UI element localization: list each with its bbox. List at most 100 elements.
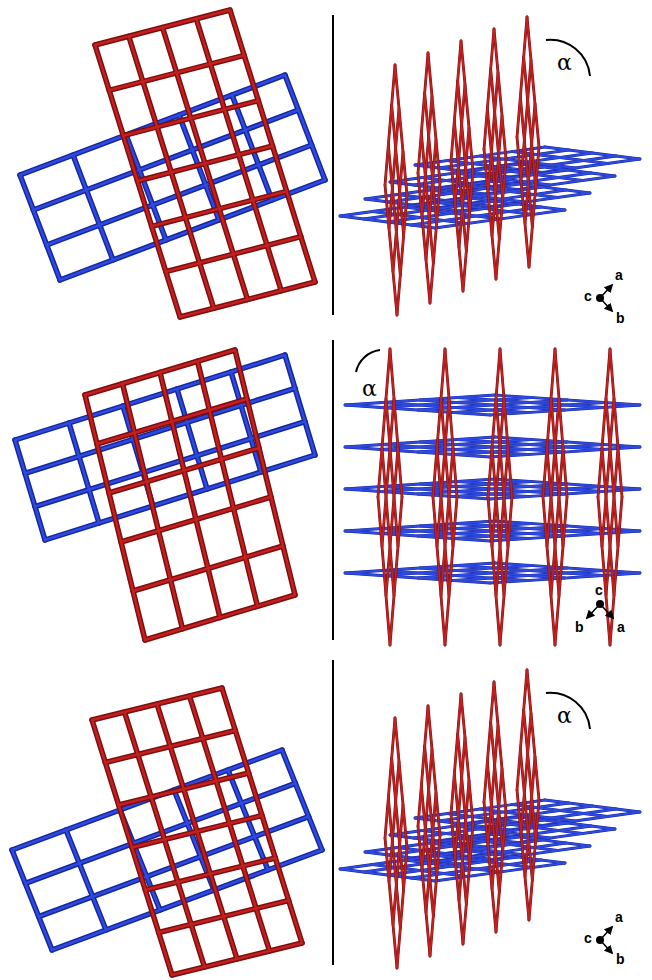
lattice-edge	[15, 440, 45, 540]
lattice-edge	[166, 237, 301, 272]
lattice-edge-shadow	[73, 155, 113, 260]
lattice-lines	[418, 706, 440, 956]
axis-origin-dot	[596, 936, 604, 944]
lattice-edge	[180, 282, 315, 317]
lattice-edge	[445, 497, 457, 645]
lattice-edge	[133, 546, 283, 591]
lattice-edge	[119, 773, 249, 805]
axis-origin-dot	[596, 294, 604, 302]
lattice-edge	[345, 521, 495, 531]
lattice-edge-shadow	[15, 440, 45, 540]
lattice-shadow	[385, 65, 407, 315]
lattice-layer	[345, 479, 640, 499]
lattice-lines	[543, 349, 567, 645]
lattice-edge-shadow	[92, 688, 222, 720]
lattice-edge	[496, 812, 506, 932]
axis-label: a	[615, 910, 623, 924]
angle-arc-group	[356, 40, 590, 729]
lattice-shadow	[517, 670, 539, 920]
axis-label: b	[616, 952, 625, 966]
lattice-edge	[282, 750, 322, 850]
lattice-lines	[484, 682, 506, 932]
lattice-edge-shadow	[166, 237, 301, 272]
divider-group	[333, 15, 334, 965]
lattice-edge-shadow	[95, 10, 230, 45]
lattice-edge	[12, 850, 52, 950]
lattice-edge-shadow	[123, 101, 258, 136]
lattice-edge	[454, 529, 604, 539]
angle-arc	[546, 40, 590, 76]
axis-label: a	[617, 620, 625, 634]
lattice-edge	[463, 824, 473, 944]
lattice-edge	[454, 571, 604, 581]
lattice-edge-shadow	[12, 850, 52, 950]
lattice-edge	[381, 398, 531, 408]
lattice-shadow	[345, 479, 640, 499]
lattice-shadow	[488, 349, 512, 645]
lattice-lines	[433, 349, 457, 645]
lattice-edge	[105, 731, 235, 763]
lattice-edge-shadow	[285, 75, 325, 180]
axis-label: b	[616, 311, 625, 325]
lattice-shadow	[517, 17, 539, 267]
lattice-edge	[430, 183, 440, 303]
lattice-lines	[95, 10, 315, 317]
lattice-lines	[418, 53, 440, 303]
lattice-shadow	[543, 349, 567, 645]
lattice-layer	[484, 29, 506, 279]
lattice-shadow	[433, 349, 457, 645]
lattice-edge-shadow	[172, 943, 302, 975]
lattice-lines	[451, 41, 473, 291]
lattice-edge-shadow	[66, 830, 106, 930]
lattice-layer	[378, 349, 402, 645]
lattice-layer	[517, 670, 539, 920]
lattice-lines	[345, 395, 640, 415]
lattice-edge-shadow	[20, 175, 60, 280]
axis-triad-group	[587, 285, 613, 953]
divider-line	[332, 340, 334, 640]
lattice-lines	[92, 688, 302, 975]
axis-label: c	[595, 583, 603, 597]
lattice-edge-shadow	[52, 850, 322, 950]
lattice-shadow	[92, 688, 302, 975]
lattice-edge-shadow	[85, 350, 235, 395]
lattice-edge	[345, 479, 495, 489]
lattice-edge	[95, 10, 230, 45]
lattice-edge	[345, 563, 495, 573]
lattice-edge	[152, 191, 287, 226]
lattice-edge-shadow	[282, 750, 322, 850]
lattice-edge	[66, 830, 106, 930]
lattice-shadow	[85, 350, 295, 640]
lattice-edge	[529, 147, 539, 267]
lattice-edge	[92, 688, 222, 720]
lattice-edge	[496, 159, 506, 279]
lattice-layer	[484, 682, 506, 932]
angle-arc	[356, 350, 380, 372]
lattice-layer	[85, 350, 295, 640]
lattice-edge	[454, 487, 604, 497]
lattice-edge-shadow	[109, 448, 259, 493]
lattice-edge	[345, 437, 495, 447]
lattice-edge-shadow	[97, 399, 247, 444]
lattice-edge	[159, 901, 289, 933]
lattice-edge-shadow	[145, 595, 295, 640]
angle-arc	[546, 693, 590, 729]
lattice-edge-shadow	[119, 773, 249, 805]
lattice-shadow	[484, 29, 506, 279]
lattice-edge	[529, 800, 539, 920]
lattice-lines	[488, 349, 512, 645]
lattice-edge-shadow	[133, 546, 283, 591]
lattice-edge	[454, 445, 604, 455]
divider-line	[332, 660, 334, 965]
lattice-edge-shadow	[159, 901, 289, 933]
axis-origin-dot	[596, 600, 604, 608]
lattice-shadow	[484, 682, 506, 932]
lattice-edge-shadow	[109, 55, 244, 90]
lattice-group	[12, 10, 640, 975]
lattice-lines	[451, 694, 473, 944]
lattice-lines	[517, 670, 539, 920]
axis-label: b	[575, 620, 584, 634]
lattice-layer	[543, 349, 567, 645]
